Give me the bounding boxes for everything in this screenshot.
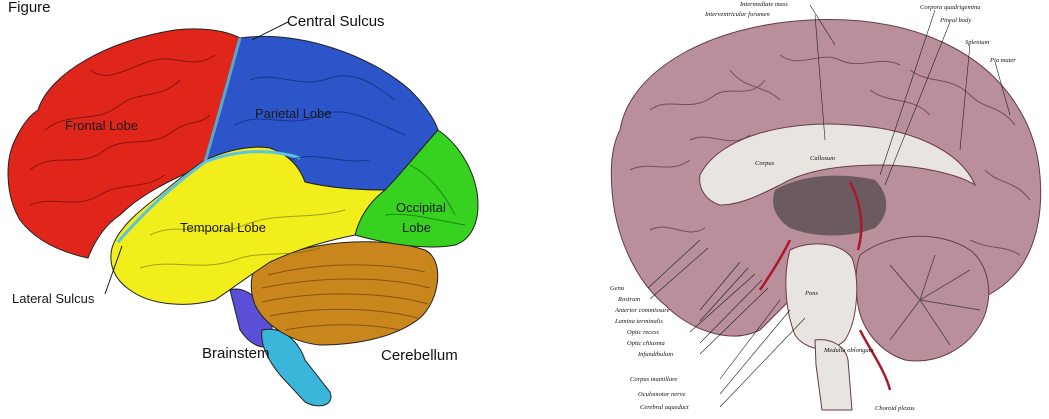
temporal-lobe-label: Temporal Lobe: [180, 220, 266, 235]
label-corpora-quadrigemina: Corpora quadrigemina: [920, 4, 981, 11]
frontal-lobe-label: Frontal Lobe: [65, 118, 138, 133]
brainstem-label: Brainstem: [202, 345, 270, 362]
label-pia-mater: Pia mater: [989, 57, 1016, 64]
lobes-diagram-svg: Figure: [0, 0, 520, 419]
label-oculomotor-nerve: Oculomotor nerve: [638, 391, 686, 398]
lobes-diagram: Figure: [0, 0, 520, 419]
label-callosum: Callosum: [810, 155, 835, 162]
label-cerebral-aqueduct: Cerebral aqueduct: [640, 404, 689, 411]
thalamus-region: [773, 176, 886, 236]
label-rostrum: Rostrum: [617, 296, 640, 303]
label-choroid-plexus: Choroid plexus: [875, 405, 915, 412]
central-sulcus-label: Central Sulcus: [287, 13, 385, 30]
label-infundibulum: Infundibulum: [637, 351, 673, 358]
sagittal-section-diagram: Intermediate mass Interventricular foram…: [590, 0, 1049, 419]
label-medulla: Medulla oblongata: [823, 347, 874, 354]
label-intermediate-mass: Intermediate mass: [739, 1, 788, 8]
label-genu: Genu: [610, 285, 625, 292]
lateral-sulcus-label: Lateral Sulcus: [12, 291, 95, 306]
label-splenium: Splenium: [965, 39, 989, 46]
label-optic-recess: Optic recess: [627, 329, 660, 336]
label-anterior-commissure: Anterior commissure: [614, 307, 670, 314]
label-lamina-terminalis: Lamina terminalis: [614, 318, 663, 325]
label-optic-chiasma: Optic chiasma: [627, 340, 665, 347]
occipital-lobe-label-line1: Occipital: [396, 200, 446, 215]
label-pineal-body: Pineal body: [939, 17, 971, 24]
label-corpus-mamillare: Corpus mamillare: [630, 376, 677, 383]
label-pons: Pons: [804, 290, 818, 297]
parietal-lobe-label: Parietal Lobe: [255, 106, 332, 121]
diagram-title-fragment: Figure: [8, 0, 51, 16]
sagittal-section-svg: Intermediate mass Interventricular foram…: [590, 0, 1049, 419]
label-corpus: Corpus: [755, 160, 775, 167]
label-interventricular-foramen: Interventricular foramen: [704, 11, 770, 18]
occipital-lobe-label-line2: Lobe: [402, 220, 431, 235]
cerebellum-label: Cerebellum: [381, 347, 458, 364]
pons-region: [786, 244, 857, 349]
